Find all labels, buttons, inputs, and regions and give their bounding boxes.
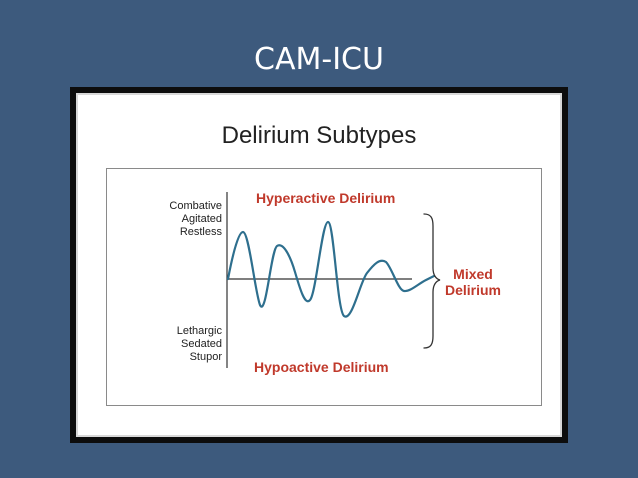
diagram-title: Delirium Subtypes (221, 122, 417, 149)
hyperactive-label: Hyperactive Delirium (256, 190, 396, 206)
slide-title: CAM-ICU (254, 42, 384, 77)
axis-label-stupor: Stupor (189, 351, 222, 363)
mixed-label-line1: Mixed (453, 266, 493, 282)
mixed-label-line2: Delirium (444, 282, 501, 298)
axis-label-sedated: Sedated (181, 338, 222, 350)
mixed-brace (423, 213, 441, 349)
picture-canvas (76, 93, 562, 437)
hypoactive-label: Hypoactive Delirium (254, 359, 389, 375)
axis-label-agitated: Agitated (181, 213, 222, 225)
axis-label-restless: Restless (179, 226, 222, 238)
diagram-box (106, 168, 542, 406)
axis-label-lethargic: Lethargic (176, 325, 222, 337)
mixed-delirium-label: Mixed Delirium (438, 266, 508, 298)
delirium-wave (226, 220, 436, 318)
axis-label-combative: Combative (169, 200, 222, 212)
